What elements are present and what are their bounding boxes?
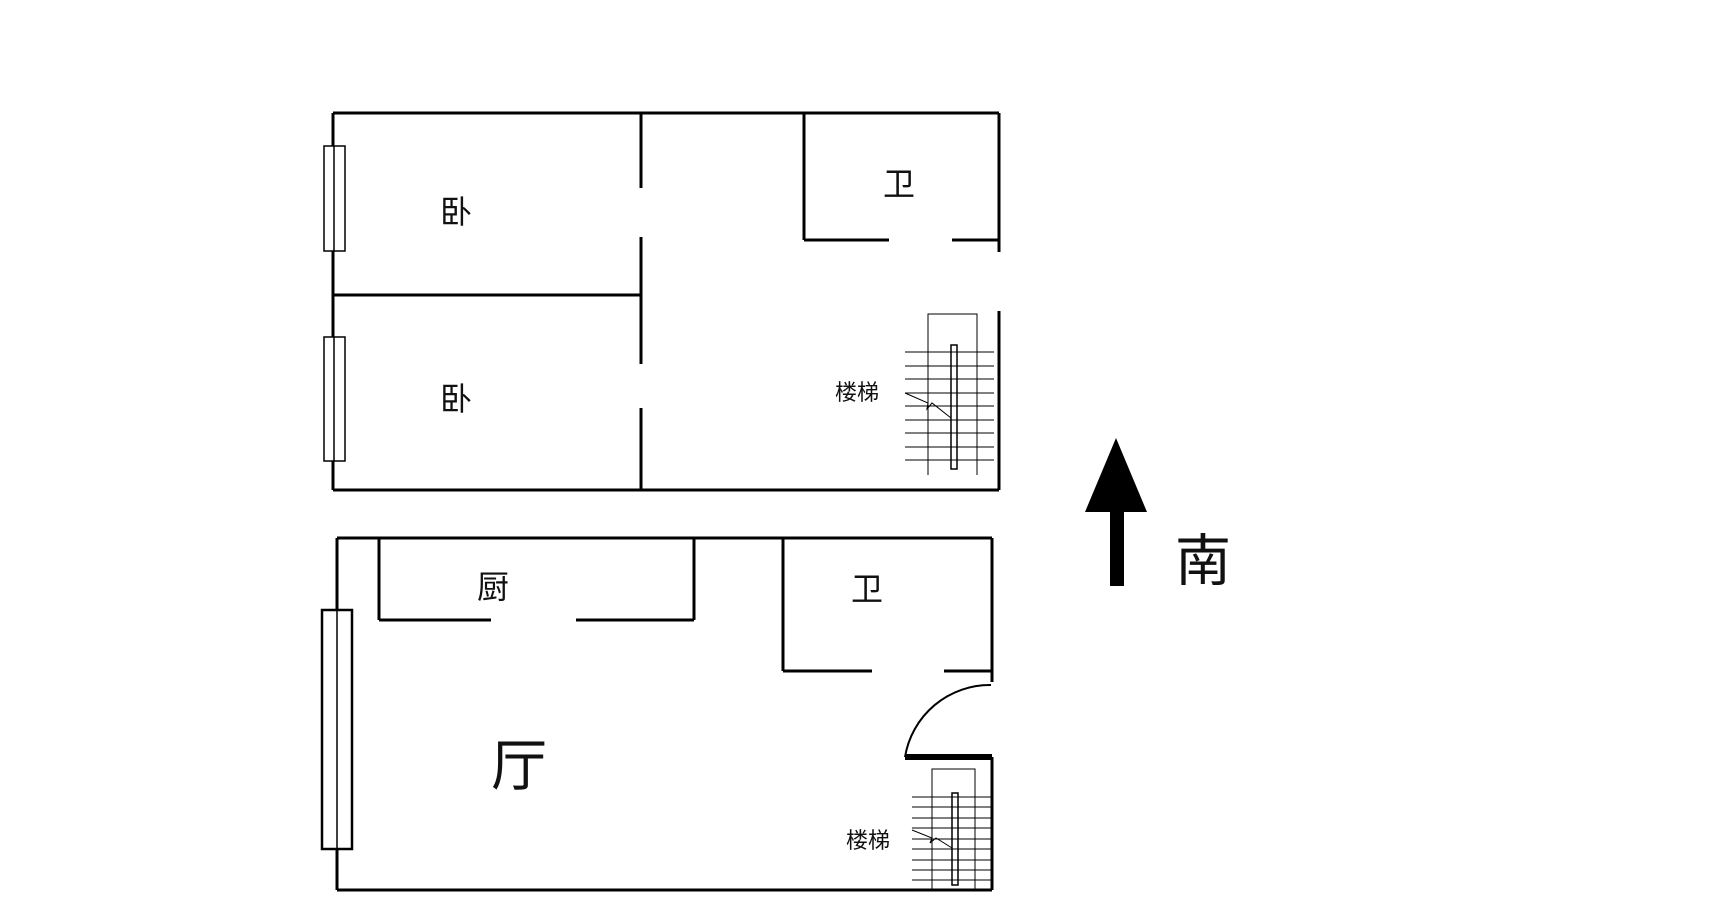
lower-floor-walls bbox=[335, 536, 994, 892]
room-label-bathroom-lower: 卫 bbox=[850, 570, 884, 608]
upper-stairs bbox=[904, 313, 994, 475]
room-label-bedroom-2: 卧 bbox=[439, 380, 473, 418]
room-label-bathroom-upper: 卫 bbox=[882, 165, 916, 203]
room-label-bedroom-1: 卧 bbox=[439, 193, 473, 231]
lower-window bbox=[320, 608, 354, 851]
compass-label: 南 bbox=[1175, 529, 1231, 595]
stairs-label-upper: 楼梯 bbox=[834, 381, 880, 406]
room-label-kitchen: 厨 bbox=[476, 568, 510, 606]
north-arrow-icon bbox=[1085, 438, 1147, 586]
room-label-living-room: 厅 bbox=[491, 734, 547, 800]
upper-windows bbox=[323, 145, 346, 462]
stairs-label-lower: 楼梯 bbox=[845, 829, 891, 854]
lower-stairs bbox=[911, 768, 992, 890]
